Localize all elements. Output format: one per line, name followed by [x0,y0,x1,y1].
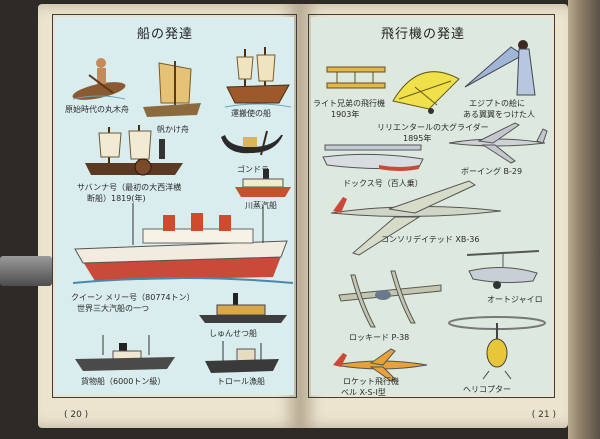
caption-lilienthal-2: 1895年 [403,134,432,143]
caption-lilienthal-1: リリエンタールの大グライダー [377,123,489,132]
rocket-plane-illustration [333,348,428,382]
caption-savannah-2: 断船）1819(年) [87,194,146,203]
queen-mary-illustration [73,203,294,284]
caption-queen-mary-1: クイーン メリー号（80774トン） [71,293,195,302]
dornier-dox-illustration [322,144,424,171]
left-page-number: ( 20 ) [64,410,89,420]
left-page: 船の発達 原始時代の丸木舟 帆かけ舟 [38,4,300,428]
right-page-title: 飛行機の発達 [381,27,466,42]
xb36-illustration [330,180,502,256]
caption-icarus-1: エジプトの絵に [469,99,525,108]
caption-p38: ロッキード P-38 [349,333,410,342]
caption-b29: ボーイング B-29 [461,167,523,176]
caption-trawler: トロール漁船 [217,377,265,386]
caption-queen-mary-2: 世界三大汽船の一つ [77,304,149,313]
gondola-illustration [221,130,283,156]
caption-icarus-2: ある翼翼をつけた人 [463,110,535,119]
caption-log-canoe: 原始時代の丸木舟 [65,105,129,114]
book-clip [0,256,52,286]
caption-gondola: ゴンドラ [237,165,269,174]
ships-illustration-plate: 船の発達 原始時代の丸木舟 帆かけ舟 [55,17,294,395]
p38-illustration [338,270,442,328]
aircraft-illustration-plate: 飛行機の発達 エジプトの絵に ある翼翼をつけた人 ライト兄弟の飛 [311,17,552,397]
b29-illustration [448,122,548,164]
caption-rocket-1: ロケット飛行機 [343,377,399,386]
caption-sail-raft: 帆かけ舟 [157,125,189,134]
trawler-illustration [205,341,279,373]
caption-do-x: ドックス号（百人乗） [343,179,423,188]
caravel-illustration [224,47,292,108]
left-page-title: 船の発達 [137,27,194,42]
right-page-frame: 飛行機の発達 エジプトの絵に ある翼翼をつけた人 ライト兄弟の飛 [308,14,555,398]
cargo-ship-illustration [75,335,175,371]
sail-raft-illustration [143,61,201,117]
caption-helicopter: ヘリコプター [463,385,511,394]
right-page-number: ( 21 ) [531,410,556,420]
river-steamer-illustration [235,169,291,197]
caption-autogiro: オートジャイロ [487,295,543,304]
caption-wright-2: 1903年 [331,110,360,119]
caption-dredger: しゅんせつ船 [209,329,257,338]
wright-flyer-illustration [326,66,386,89]
caption-xb36: コンソリデイテッド XB-36 [381,235,480,244]
log-canoe-illustration [72,58,126,100]
helicopter-illustration [448,316,546,380]
lilienthal-glider-illustration [392,71,460,114]
winged-person-illustration [464,40,536,96]
right-page: 飛行機の発達 エジプトの絵に ある翼翼をつけた人 ライト兄弟の飛 [300,4,568,428]
autogiro-illustration [466,250,540,289]
left-page-frame: 船の発達 原始時代の丸木舟 帆かけ舟 [52,14,297,398]
dredger-illustration [199,293,287,323]
savannah-illustration [85,125,183,176]
caption-river-steamer: 川蒸汽船 [245,201,277,210]
caption-cargo: 貨物船（6000トン級） [81,377,166,386]
book-page-edges [568,0,600,439]
caption-caravel: 運搬使の船 [231,109,271,118]
caption-savannah-1: サバンナ号（最初の大西洋横 [77,183,182,192]
caption-rocket-2: ベル X-S-I型 [341,388,386,397]
caption-wright-1: ライト兄弟の飛行機 [313,99,385,108]
